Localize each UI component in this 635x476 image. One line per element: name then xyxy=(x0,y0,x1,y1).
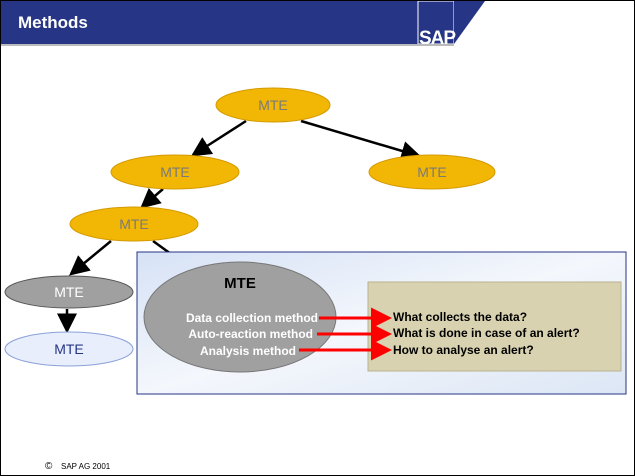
node-blue-label: MTE xyxy=(54,341,84,357)
node-root-label: MTE xyxy=(258,97,288,113)
node-gray[interactable] xyxy=(4,275,134,309)
copyright-symbol: © xyxy=(45,461,53,472)
method-label: Data collection method xyxy=(186,311,318,325)
method-arrows xyxy=(299,307,392,361)
questions-box xyxy=(367,281,622,372)
copyright-text: SAP AG 2001 xyxy=(61,462,111,471)
header-banner xyxy=(1,1,485,46)
node-left[interactable] xyxy=(110,154,240,190)
node-mid[interactable] xyxy=(69,206,199,242)
node-main-label: MTE xyxy=(224,275,256,292)
node-right[interactable] xyxy=(368,154,496,190)
node-mid-label: MTE xyxy=(119,216,149,232)
node-gray-label: MTE xyxy=(54,284,84,300)
sap-logo: SAP xyxy=(419,28,456,49)
node-left-label: MTE xyxy=(160,164,190,180)
node-root[interactable] xyxy=(215,87,331,123)
node-right-label: MTE xyxy=(417,164,447,180)
question-label: How to analyse an alert? xyxy=(393,343,534,357)
node-blue[interactable] xyxy=(4,331,134,367)
method-label: Analysis method xyxy=(200,344,296,358)
question-label: What is done in case of an alert? xyxy=(393,326,580,340)
question-label: What collects the data? xyxy=(393,310,527,324)
page-title: Methods xyxy=(18,13,88,32)
method-label: Auto-reaction method xyxy=(188,327,313,341)
